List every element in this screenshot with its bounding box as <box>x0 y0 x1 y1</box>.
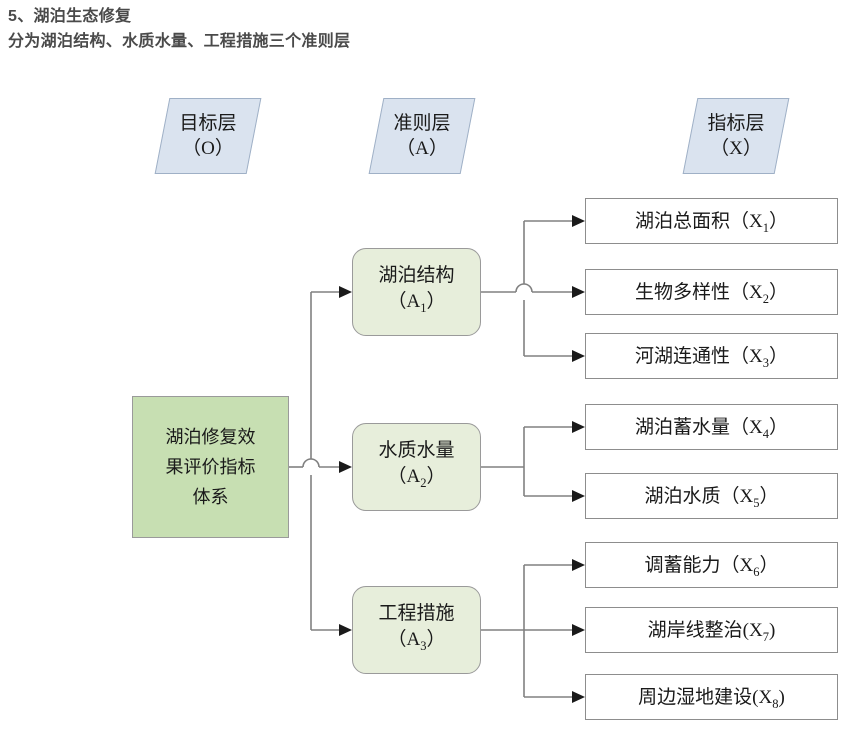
indicator-layer-header-line1: 指标层 <box>707 113 765 134</box>
indicator-x6-label: 调蓄能力（X6） <box>644 555 779 579</box>
indicator-x4-label: 湖泊蓄水量（X4） <box>634 417 789 441</box>
indicator-x5-label: 湖泊水质（X5） <box>644 486 779 510</box>
indicator-x7-label: 湖岸线整治(X7) <box>647 620 776 644</box>
connector-a3-to-indicators <box>481 559 585 703</box>
criteria-layer-header: 准则层 （A） <box>368 98 476 174</box>
goal-box[interactable]: 湖泊修复效 果评价指标 体系 <box>132 396 289 538</box>
goal-box-line2: 果评价指标 <box>165 457 256 477</box>
criteria-a3[interactable]: 工程措施 （A3） <box>352 586 481 674</box>
criteria-a1-code: （A1） <box>387 291 446 315</box>
indicator-x6[interactable]: 调蓄能力（X6） <box>585 542 838 588</box>
goal-layer-header: 目标层 （O） <box>154 98 262 174</box>
criteria-a1-label: 湖泊结构 <box>378 265 455 287</box>
criteria-layer-header-line2: （A） <box>396 138 448 159</box>
criteria-a1[interactable]: 湖泊结构 （A1） <box>352 248 481 336</box>
goal-layer-header-line2: （O） <box>182 138 234 159</box>
connector-a2-to-indicators <box>481 421 585 502</box>
goal-box-line3: 体系 <box>192 487 229 507</box>
indicator-x1[interactable]: 湖泊总面积（X1） <box>585 198 838 244</box>
connector-goal-to-bus <box>289 458 339 468</box>
indicator-x1-label: 湖泊总面积（X1） <box>634 211 789 235</box>
arrowhead-to-criteria <box>339 286 352 636</box>
indicator-x2-label: 生物多样性（X2） <box>634 282 789 306</box>
criteria-a2-code: （A2） <box>387 466 446 490</box>
connector-criteria-bus <box>310 291 339 631</box>
goal-box-line1: 湖泊修复效 <box>165 427 256 447</box>
indicator-layer-header: 指标层 （X） <box>682 98 790 174</box>
indicator-x2[interactable]: 生物多样性（X2） <box>585 269 838 315</box>
criteria-a2[interactable]: 水质水量 （A2） <box>352 423 481 511</box>
criteria-a2-label: 水质水量 <box>378 440 455 462</box>
indicator-x3-label: 河湖连通性（X3） <box>634 346 789 370</box>
indicator-x8-label: 周边湿地建设(X8) <box>638 687 785 711</box>
criteria-layer-header-line1: 准则层 <box>393 113 451 134</box>
indicator-x3[interactable]: 河湖连通性（X3） <box>585 333 838 379</box>
indicator-x4[interactable]: 湖泊蓄水量（X4） <box>585 404 838 450</box>
criteria-a3-label: 工程措施 <box>378 603 455 625</box>
indicator-x5[interactable]: 湖泊水质（X5） <box>585 473 838 519</box>
page-title-line1: 5、湖泊生态修复 <box>8 8 132 25</box>
indicator-layer-header-line2: （X） <box>710 138 762 159</box>
indicator-x8[interactable]: 周边湿地建设(X8) <box>585 674 838 720</box>
criteria-a3-code: （A3） <box>387 629 446 653</box>
goal-layer-header-line1: 目标层 <box>179 113 237 134</box>
indicator-x7[interactable]: 湖岸线整治(X7) <box>585 607 838 653</box>
connector-a1-to-indicators <box>481 215 585 362</box>
page-title: 5、湖泊生态修复 分为湖泊结构、水质水量、工程措施三个准则层 <box>8 4 350 54</box>
page-title-line2: 分为湖泊结构、水质水量、工程措施三个准则层 <box>8 33 351 50</box>
